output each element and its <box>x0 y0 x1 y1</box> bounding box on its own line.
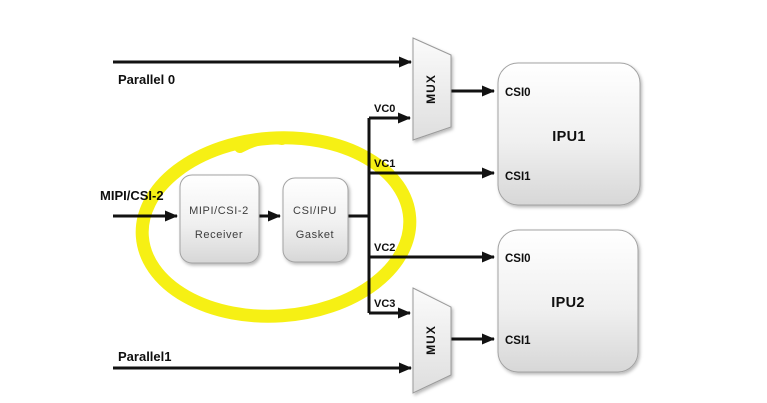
mux-bottom-shape <box>412 287 452 394</box>
highlighter-annotation <box>135 131 417 323</box>
highlight-ellipse <box>135 131 417 323</box>
gasket-label-line2: Gasket <box>296 229 334 241</box>
ipu1-block: CSI0 IPU1 CSI1 <box>497 62 641 206</box>
gasket-label-line1: CSI/IPU <box>293 205 337 217</box>
mux-top-shape <box>412 37 452 141</box>
ipu2-title: IPU2 <box>551 295 584 311</box>
ipu1-box <box>497 62 641 206</box>
highlight-stroke-tail <box>234 132 288 153</box>
vc0-label: VC0 <box>374 103 395 115</box>
gasket-box <box>282 177 349 263</box>
ipu2-csi0-port: CSI0 <box>505 253 531 265</box>
csi-ipu-gasket-block: CSI/IPU Gasket <box>282 177 349 263</box>
ipu2-box <box>497 229 639 373</box>
vc2-label: VC2 <box>374 242 395 254</box>
ipu1-title: IPU1 <box>552 129 585 145</box>
vc3-label: VC3 <box>374 298 395 310</box>
receiver-box <box>179 174 260 264</box>
mux-top-block: MUX <box>412 37 452 141</box>
parallel0-label: Parallel 0 <box>118 72 175 87</box>
ipu1-csi1-port: CSI1 <box>505 171 531 183</box>
parallel1-label: Parallel1 <box>118 349 172 364</box>
ipu2-block: CSI0 IPU2 CSI1 <box>497 229 639 373</box>
receiver-label-line2: Receiver <box>195 229 243 241</box>
mipi-csi2-receiver-block: MIPI/CSI-2 Receiver <box>179 174 260 264</box>
receiver-label-line1: MIPI/CSI-2 <box>189 205 249 217</box>
ipu1-csi0-port: CSI0 <box>505 87 531 99</box>
mux-top-label: MUX <box>424 74 438 104</box>
mux-bottom-label: MUX <box>424 325 438 355</box>
ipu2-csi1-port: CSI1 <box>505 335 531 347</box>
mux-bottom-block: MUX <box>412 287 452 394</box>
